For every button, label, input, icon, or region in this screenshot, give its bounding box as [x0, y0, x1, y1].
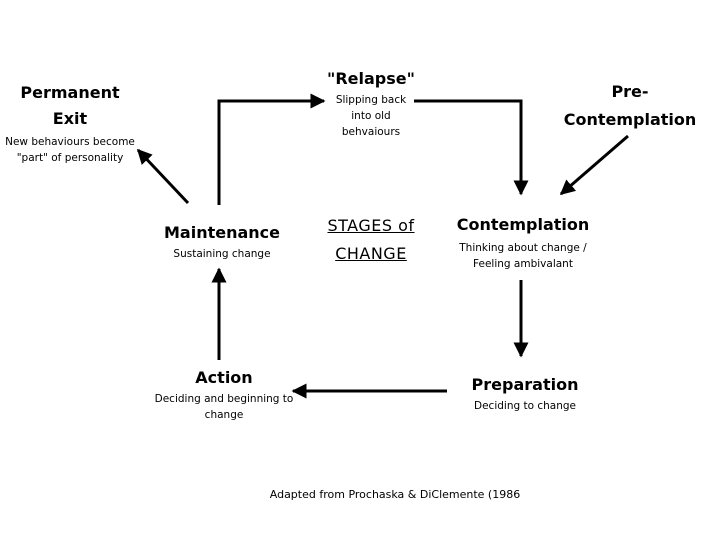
pre-contemplation-title: Pre- Contemplation — [562, 78, 698, 134]
arrow-precontemplation-to-contemplation — [559, 134, 629, 196]
diagram-title-line1: STAGES of — [327, 216, 415, 235]
arrow-relapse-to-contemplation — [414, 99, 529, 196]
arrow-maintenance-to-relapse — [217, 93, 326, 205]
relapse-title: "Relapse" — [327, 69, 415, 88]
permanent-exit-title: Permanent Exit — [0, 80, 140, 132]
stage-pre-contemplation: Pre- Contemplation — [562, 78, 698, 134]
relapse-description: Slipping back into old behvaiours — [311, 92, 431, 140]
diagram-title-line2: CHANGE — [335, 244, 407, 263]
action-description: Deciding and beginning to change — [149, 391, 299, 423]
permanent-exit-title-line1: Permanent — [20, 83, 120, 102]
action-title: Action — [195, 368, 253, 387]
stage-maintenance: Maintenance Sustaining change — [152, 220, 292, 262]
arrow-maintenance-to-exit — [136, 148, 190, 205]
permanent-exit-desc-line1: New behaviours become — [5, 136, 135, 148]
pre-contemplation-title-line2: Contemplation — [563, 110, 697, 129]
preparation-description: Deciding to change — [474, 400, 576, 412]
stage-permanent-exit: Permanent Exit New behaviours become "pa… — [0, 80, 140, 166]
stage-preparation: Preparation Deciding to change — [458, 372, 592, 414]
contemplation-desc-line1: Thinking about change / — [459, 242, 587, 254]
contemplation-description: Thinking about change / Feeling ambivala… — [448, 240, 598, 272]
contemplation-title: Contemplation — [456, 215, 590, 234]
diagram-title: STAGES of CHANGE — [311, 212, 431, 268]
contemplation-desc-line2: Feeling ambivalant — [473, 258, 573, 270]
preparation-title: Preparation — [471, 375, 579, 394]
relapse-desc-line1: Slipping back — [335, 94, 407, 106]
action-desc-line1: Deciding and beginning to — [154, 393, 294, 405]
permanent-exit-title-line2: Exit — [52, 109, 88, 128]
source-caption: Adapted from Prochaska & DiClemente (198… — [269, 488, 521, 501]
relapse-desc-line3: behvaiours — [341, 126, 401, 138]
permanent-exit-description: New behaviours become "part" of personal… — [0, 134, 140, 166]
maintenance-description: Sustaining change — [173, 248, 271, 260]
relapse-desc-line2: into old — [351, 110, 391, 122]
stage-relapse: "Relapse" Slipping back into old behvaio… — [311, 66, 431, 140]
stage-contemplation: Contemplation Thinking about change / Fe… — [448, 212, 598, 272]
permanent-exit-desc-line2: "part" of personality — [16, 152, 124, 164]
pre-contemplation-title-line1: Pre- — [611, 82, 649, 101]
maintenance-title: Maintenance — [163, 223, 280, 242]
stage-action: Action Deciding and beginning to change — [149, 365, 299, 423]
action-desc-line2: change — [204, 409, 244, 421]
